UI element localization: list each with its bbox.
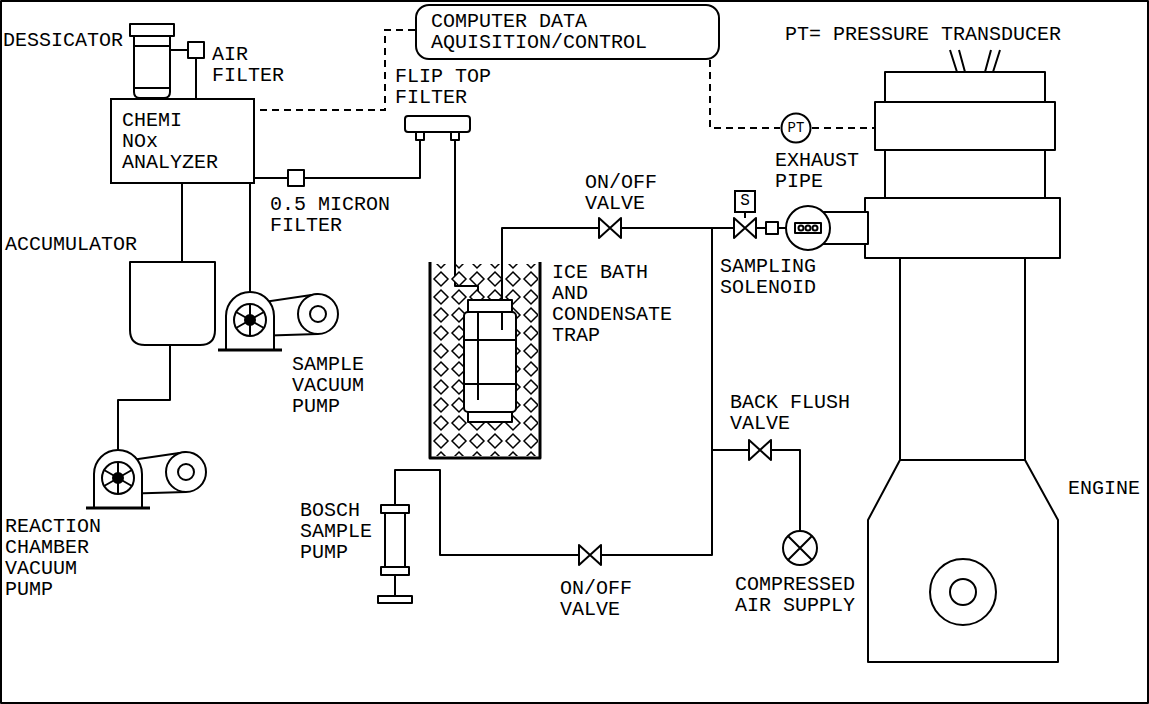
label-slot: 0.5 MICRON FILTER	[270, 194, 395, 236]
accumulator-tank	[130, 262, 215, 345]
trap-detail	[464, 312, 516, 400]
component-label: SAMPLE VACUUM PUMP	[292, 354, 369, 417]
label-slot: FLIP TOP FILTER	[395, 66, 496, 108]
engine-crankcase	[868, 460, 1058, 662]
trap-body	[464, 312, 516, 412]
probe-hole	[799, 226, 804, 231]
analyzer-box: CHEMI NOx ANALYZER	[110, 98, 255, 184]
injector-line	[950, 50, 1000, 72]
component-label: SAMPLING SOLENOID	[720, 256, 821, 298]
engine-part	[865, 198, 1060, 258]
crank-hub	[950, 579, 976, 605]
valve-symbol	[734, 218, 756, 238]
bosch-pump-barrel	[385, 513, 405, 567]
solenoid-box: S	[734, 190, 756, 213]
vacuum-pump-symbol	[218, 292, 338, 350]
node-text: COMPUTER DATA AQUISITION/CONTROL	[431, 11, 652, 53]
component-label: ON/OFF VALVE	[585, 172, 662, 214]
trap-base	[468, 412, 512, 422]
exhaust-pipe-section	[786, 206, 830, 250]
label-slot: AIR FILTER	[212, 44, 289, 86]
component-label: EXHAUST PIPE	[775, 150, 864, 192]
label-slot: BOSCH SAMPLE PUMP	[300, 500, 377, 563]
label-slot: COMPRESSED AIR SUPPLY	[735, 574, 860, 616]
label-slot: ACCUMULATOR	[5, 234, 142, 255]
bosch-pump-cap	[381, 505, 409, 513]
trap-cap	[468, 300, 512, 312]
node-text: PT	[786, 121, 806, 136]
component-label: ICE BATH AND CONDENSATE TRAP	[552, 262, 677, 346]
desiccator-body	[134, 36, 170, 98]
component-label: ENGINE	[1068, 478, 1145, 499]
signal-connector	[710, 60, 780, 128]
air-supply-cross	[788, 536, 812, 560]
component-label: AIR FILTER	[212, 44, 289, 86]
control-box: COMPUTER DATA AQUISITION/CONTROL	[415, 4, 720, 60]
component-label: 0.5 MICRON FILTER	[270, 194, 395, 236]
flip-filter-body	[405, 116, 470, 132]
ice-cubes	[432, 264, 538, 456]
component-label: ACCUMULATOR	[5, 234, 142, 255]
probe-hole	[806, 226, 811, 231]
node-text: S	[738, 193, 751, 210]
label-slot: REACTION CHAMBER VACUUM PUMP	[5, 516, 106, 600]
bosch-pump-handle	[378, 596, 412, 603]
component-label: BACK FLUSH VALVE	[730, 392, 855, 434]
signal-wire	[812, 127, 875, 129]
valve-symbol	[599, 218, 621, 238]
micron-filter-symbol	[288, 170, 304, 186]
label-slot: BACK FLUSH VALVE	[730, 392, 855, 434]
component-label: COMPRESSED AIR SUPPLY	[735, 574, 860, 616]
component-label: BOSCH SAMPLE PUMP	[300, 500, 377, 563]
desiccator-cap	[130, 24, 174, 36]
valve-symbol	[749, 440, 771, 460]
bosch-pump-cap	[381, 567, 409, 575]
desiccator-band	[134, 46, 170, 88]
label-slot: EXHAUST PIPE	[775, 150, 864, 192]
crank-wheel	[930, 559, 996, 625]
component-label: ON/OFF VALVE	[560, 578, 637, 620]
component-label: DESSICATOR	[3, 30, 128, 51]
air-filter-symbol	[188, 42, 204, 58]
probe-tube	[795, 223, 821, 233]
label-slot: ENGINE	[1068, 478, 1145, 499]
component-label: PT= PRESSURE TRANSDUCER	[785, 24, 1066, 45]
bosch-pump-rod	[394, 575, 396, 596]
valve-symbol	[579, 545, 601, 565]
label-slot: SAMPLING SOLENOID	[720, 256, 821, 298]
label-slot: ICE BATH AND CONDENSATE TRAP	[552, 262, 677, 346]
circle-shape	[782, 114, 811, 143]
flip-filter-port	[451, 132, 459, 140]
node-text: CHEMI NOx ANALYZER	[122, 110, 223, 173]
ice-bath-container	[430, 262, 540, 458]
engine-part	[885, 150, 1045, 198]
label-slot: ON/OFF VALVE	[585, 172, 662, 214]
engine-part	[900, 258, 1025, 460]
label-slot: ON/OFF VALVE	[560, 578, 637, 620]
vacuum-pump-symbol	[86, 450, 206, 508]
engine-part	[875, 102, 1055, 150]
label-slot: SAMPLE VACUUM PUMP	[292, 354, 369, 417]
engine-part	[885, 72, 1045, 102]
label-slot: PT= PRESSURE TRANSDUCER	[785, 24, 1066, 45]
label-slot: DESSICATOR	[3, 30, 128, 51]
probe-fitting	[766, 222, 778, 234]
component-label: FLIP TOP FILTER	[395, 66, 496, 108]
air-supply-symbol	[783, 531, 817, 565]
flip-filter-port	[416, 132, 424, 140]
component-label: REACTION CHAMBER VACUUM PUMP	[5, 516, 106, 600]
transducer-circle: PT	[780, 112, 812, 144]
probe-hole	[813, 226, 818, 231]
